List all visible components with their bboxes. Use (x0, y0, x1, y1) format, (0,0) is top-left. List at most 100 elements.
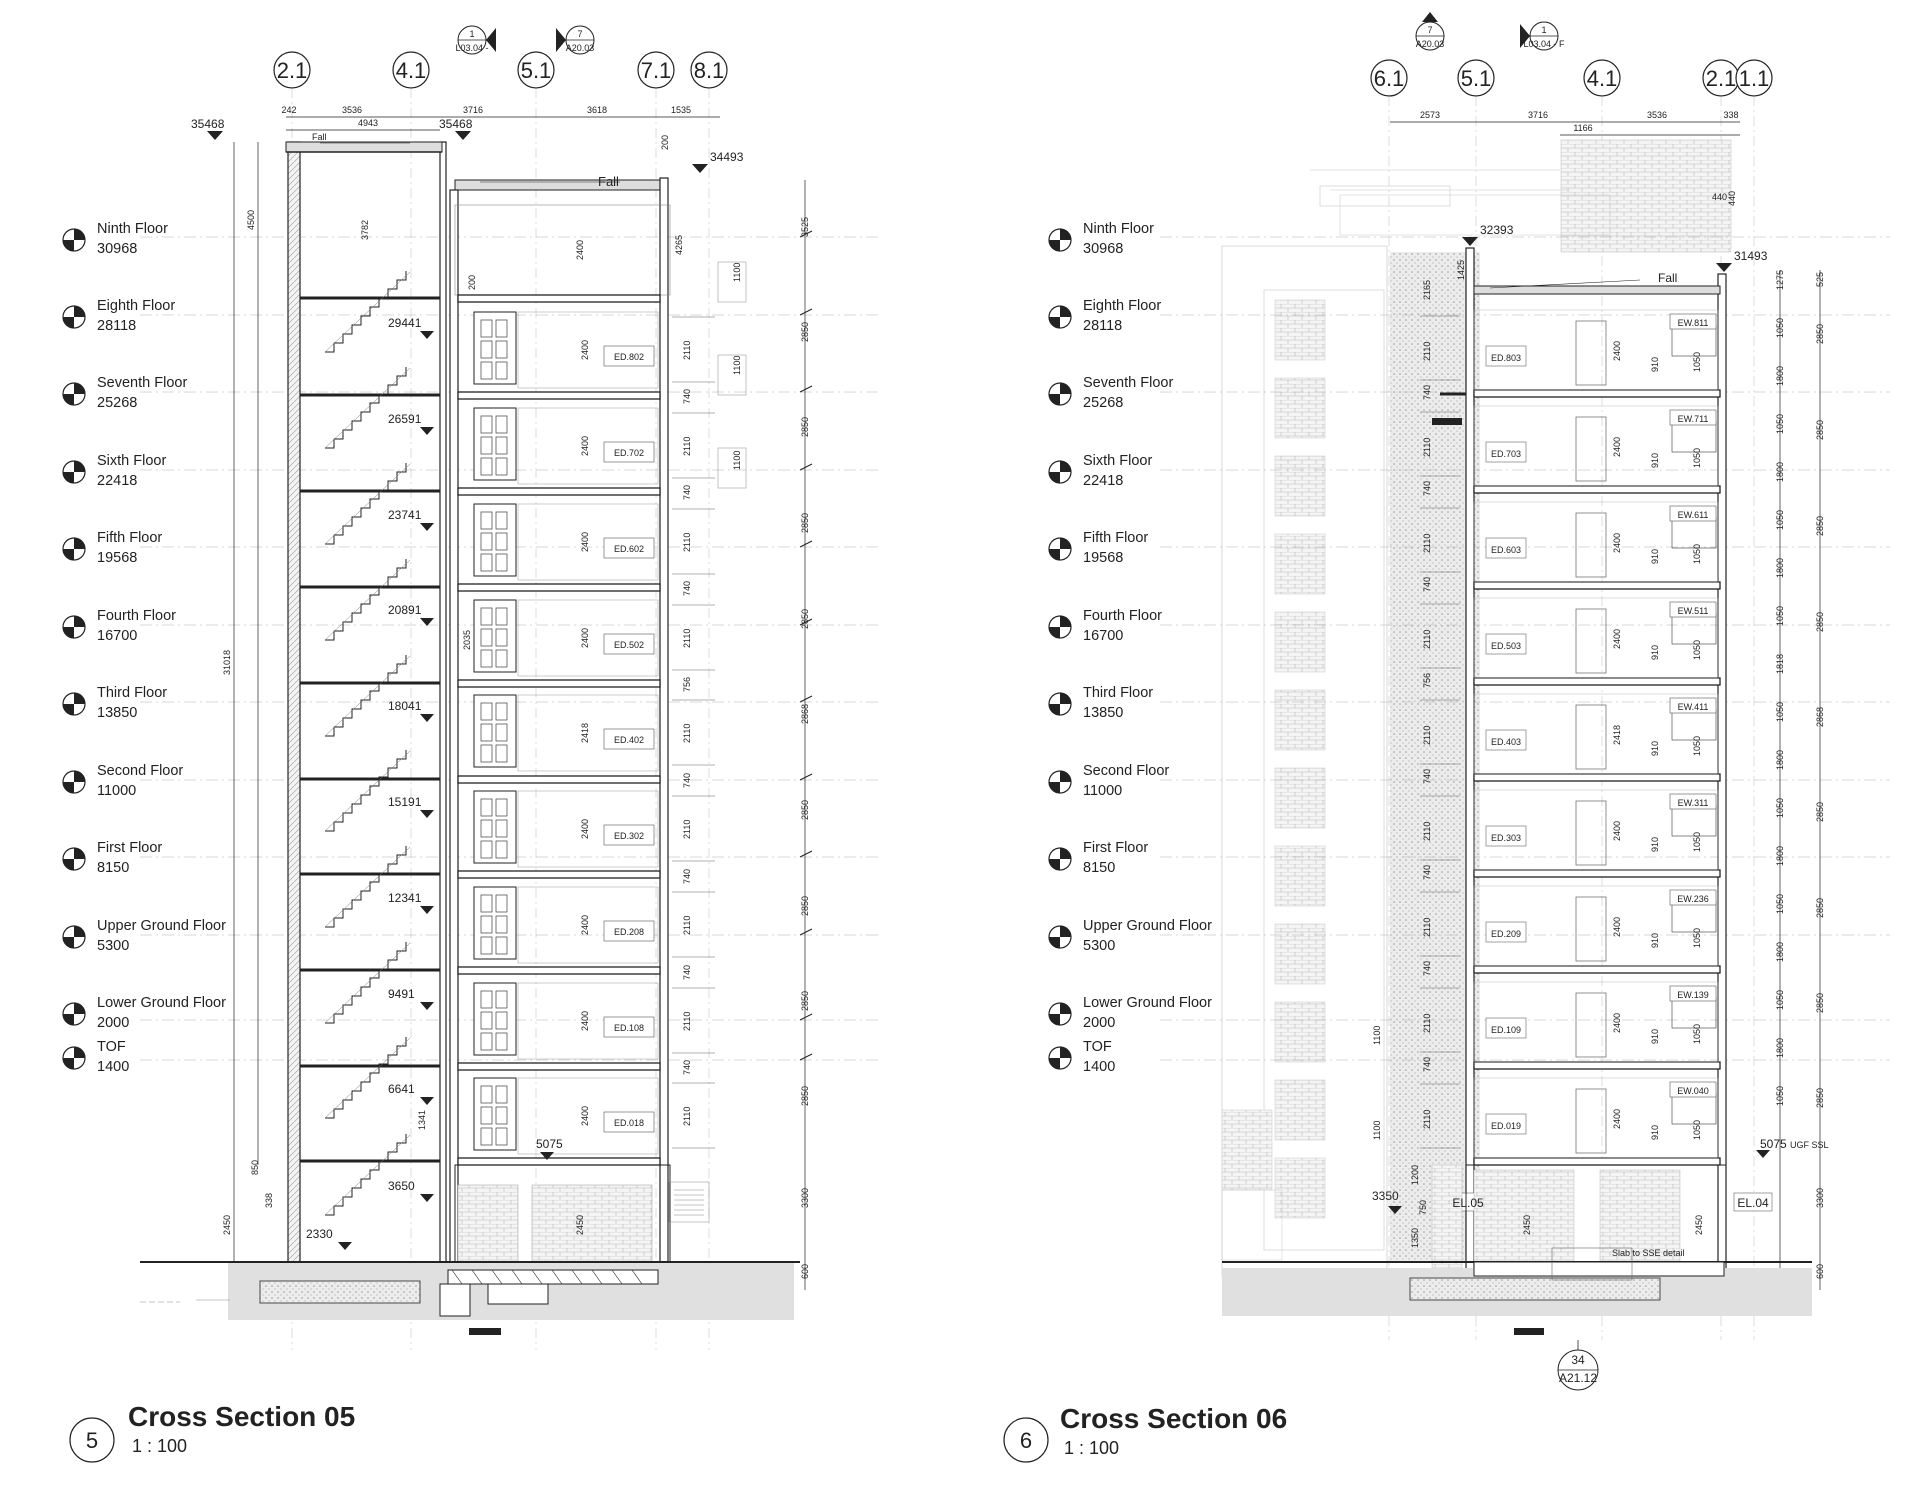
fall-label: Fall (1658, 271, 1677, 285)
level-name-sec05: Ninth Floor (97, 221, 168, 237)
door-tag (1485, 633, 1527, 655)
door-tag (603, 824, 655, 846)
dimension-text: 2110 (1422, 630, 1432, 649)
section-cut-mark (469, 1328, 501, 1335)
dimension-text: 1350 (1410, 1228, 1420, 1248)
door (473, 407, 517, 481)
door-tag (603, 728, 655, 750)
room-outline (1473, 1077, 1719, 1159)
dimension-text: 2850 (800, 417, 810, 437)
level-triangle-icon (1462, 237, 1478, 246)
window-tag (1669, 505, 1717, 522)
dimension-text: 2400 (1612, 437, 1622, 457)
level-value-sec06: 30968 (1083, 241, 1123, 257)
dimension-text: 2110 (1422, 1014, 1432, 1033)
stair-right-wall (439, 141, 447, 1278)
level-value-sec05: 8150 (97, 860, 129, 876)
section-marker-top: 7 (577, 29, 582, 39)
room-outline (517, 503, 659, 581)
background-window (1274, 299, 1326, 361)
door-tag (1485, 921, 1527, 943)
level-triangle-icon (692, 164, 708, 173)
fall-label: Fall (312, 132, 327, 142)
dimension-text: 1166 (1573, 123, 1592, 133)
section-title: Cross Section 06 (1060, 1403, 1287, 1434)
window-tag-label: EW.511 (1678, 606, 1709, 616)
slab-note: Slab to SSE detail (1612, 1248, 1685, 1258)
dimension-text: 2110 (682, 437, 692, 456)
dimension-text: 2110 (682, 916, 692, 935)
lift-tag-label: EL.05 (1452, 1196, 1484, 1210)
dimension-text: 2850 (800, 896, 810, 916)
dimension-text: 740 (1422, 865, 1432, 880)
level-name-sec06: Upper Ground Floor (1083, 918, 1212, 934)
dimension-text: 525 (1815, 272, 1825, 287)
dimension-text: 1050 (1775, 606, 1785, 626)
dimension-text: 2400 (1612, 629, 1622, 649)
stair-level-value: 6641 (388, 1082, 415, 1096)
section-marker-ref: A20.03 (566, 43, 595, 53)
dimension-text: 1800 (1775, 558, 1785, 578)
level-marker-icon (62, 1002, 86, 1026)
stair-level-value: 15191 (388, 795, 422, 809)
dimension-text: 2400 (1612, 533, 1622, 553)
dimension-text: 2868 (800, 704, 810, 724)
top-level-value: 31493 (1734, 249, 1768, 263)
door-leaf (1575, 416, 1607, 482)
dimension-text: 740 (682, 965, 692, 980)
level-value-sec05: 30968 (97, 241, 137, 257)
level-value-sec06: 22418 (1083, 473, 1123, 489)
level-triangle-icon (420, 1194, 434, 1202)
dimension-text: 1425 (1456, 260, 1466, 280)
stair-flight (325, 655, 407, 737)
section-scale: 1 : 100 (1064, 1438, 1119, 1458)
level-value-sec05: 16700 (97, 628, 137, 644)
level-triangle-icon (540, 1152, 554, 1160)
level-marker-icon (1048, 925, 1072, 949)
dimension-text: 2868 (1815, 707, 1825, 727)
roof-slab (1473, 285, 1721, 295)
level-triangle-icon (420, 331, 434, 339)
dimension-text: 338 (264, 1193, 274, 1208)
window-tag (1669, 793, 1717, 810)
grid-label: 5.1 (521, 58, 552, 83)
section-marker-top: 7 (1427, 25, 1432, 35)
door (473, 694, 517, 768)
dimension-text: 1818 (1775, 654, 1785, 674)
dimension-text: 2110 (1422, 1110, 1432, 1129)
level-marker-icon (62, 692, 86, 716)
door-tag-label: ED.018 (614, 1118, 644, 1128)
left-wall (1465, 247, 1475, 1279)
level-name-sec06: First Floor (1083, 840, 1148, 856)
dimension-text: 2850 (1815, 516, 1825, 536)
door-tag-label: ED.109 (1491, 1025, 1521, 1035)
door-leaf (1575, 512, 1607, 578)
window-tag (1669, 1081, 1717, 1098)
dimension-text: 740 (682, 773, 692, 788)
dimension-text: 1050 (1692, 640, 1702, 660)
dimension-text: 1100 (1372, 1026, 1382, 1045)
level-value-sec05: 1400 (97, 1059, 129, 1075)
floor-slab (1473, 581, 1721, 590)
level-value-sec05: 25268 (97, 395, 137, 411)
level-marker-icon (1048, 228, 1072, 252)
lift-tag (1733, 1192, 1773, 1212)
level-value-sec05: 28118 (97, 318, 136, 334)
dimension-text: 2850 (1815, 898, 1825, 918)
floor-slab (1473, 1157, 1721, 1166)
door-leaf (1575, 704, 1607, 770)
level-marker-icon (1048, 770, 1072, 794)
background-window (1274, 611, 1326, 673)
level-value-sec06: 11000 (1083, 783, 1122, 799)
stair-left-wall (287, 141, 301, 1278)
floor-slab (1473, 389, 1721, 398)
dimension-text: 910 (1650, 1125, 1660, 1140)
door-tag-label: ED.502 (614, 640, 644, 650)
dimension-text: 2450 (575, 1215, 585, 1235)
corridor-wall (449, 189, 459, 1278)
dimension-text: 2418 (580, 723, 590, 743)
pile-cap (487, 1283, 549, 1305)
grid-label: 8.1 (694, 58, 725, 83)
detail-ref-bottom: A21.12 (1559, 1371, 1597, 1385)
